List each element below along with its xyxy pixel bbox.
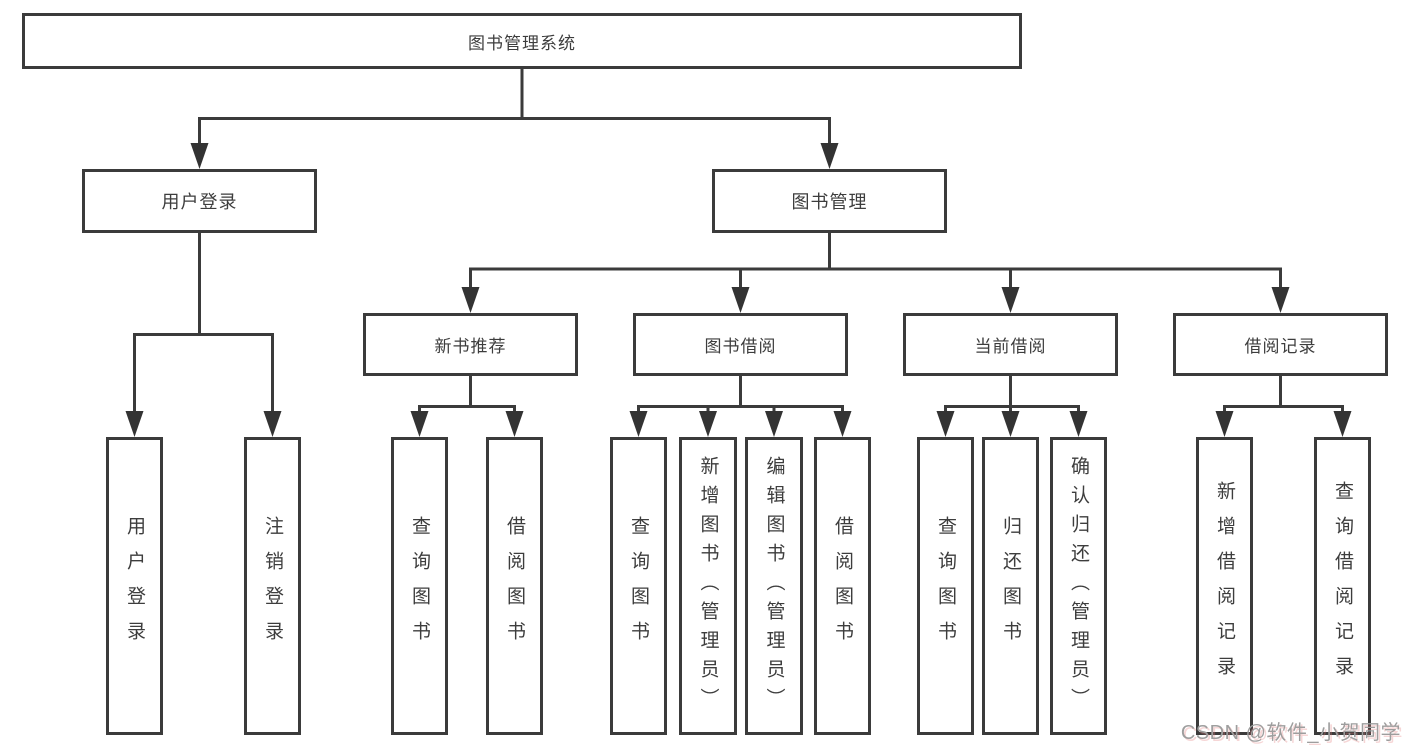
node-label: 图书管理 [791, 192, 868, 212]
group-new-book-recommend: 新书推荐 [363, 313, 578, 376]
node-label: 编辑图书（管理员） [763, 455, 785, 717]
group-borrowing-records: 借阅记录 [1173, 313, 1388, 376]
arrow-down-icon [1001, 411, 1020, 437]
node-label: 确认归还（管理员） [1068, 455, 1089, 717]
arrow-down-icon [629, 411, 648, 437]
node-label: 用户登录 [161, 192, 238, 212]
leaf-add-books-admin: 新增图书（管理员） [679, 437, 737, 735]
leaf-add-borrow-record: 新增借阅记录 [1196, 437, 1253, 735]
node-root: 图书管理系统 [22, 13, 1022, 69]
node-label: 新增图书（管理员） [697, 455, 719, 717]
connector-book-management [469, 233, 1282, 292]
arrow-down-icon [1001, 287, 1020, 313]
branch-book-management: 图书管理 [712, 169, 947, 233]
leaf-query-books-borrowing: 查询图书 [610, 437, 667, 735]
arrow-down-icon [1271, 287, 1290, 313]
node-label: 图书借阅 [704, 337, 777, 356]
leaf-edit-books-admin: 编辑图书（管理员） [745, 437, 803, 735]
node-label: 查询图书 [935, 516, 956, 656]
connector-user-login [133, 233, 274, 420]
leaf-borrow-books: 借阅图书 [814, 437, 871, 735]
node-label: 注销登录 [262, 516, 283, 656]
arrow-down-icon [505, 411, 524, 437]
arrow-down-icon [731, 287, 750, 313]
arrow-down-icon [936, 411, 955, 437]
watermark: CSDN @软件_小贺同学 [1180, 722, 1401, 744]
arrowheads [125, 143, 1352, 437]
connector-root [198, 68, 831, 148]
arrow-down-icon [820, 143, 839, 169]
arrow-down-icon [461, 287, 480, 313]
leaf-query-books-recommend: 查询图书 [391, 437, 448, 735]
node-label: 查询图书 [628, 516, 649, 656]
arrow-down-icon [190, 143, 209, 169]
arrow-down-icon [410, 411, 429, 437]
leaf-user-login: 用户登录 [106, 437, 163, 735]
leaf-logout: 注销登录 [244, 437, 301, 735]
arrow-down-icon [833, 411, 852, 437]
connector-borrowing-records [1223, 375, 1344, 418]
leaf-query-borrow-record: 查询借阅记录 [1314, 437, 1371, 735]
node-label: 用户登录 [124, 516, 145, 656]
arrow-down-icon [1215, 411, 1234, 437]
leaf-borrow-books-recommend: 借阅图书 [486, 437, 543, 735]
arrow-down-icon [1069, 411, 1088, 437]
connector-book-borrowing [637, 375, 844, 418]
node-label: 查询借阅记录 [1332, 481, 1353, 691]
node-label: 新书推荐 [434, 337, 507, 356]
arrow-down-icon [263, 411, 282, 437]
group-book-borrowing: 图书借阅 [633, 313, 848, 376]
node-label: 查询图书 [409, 516, 430, 656]
leaf-return-books: 归还图书 [982, 437, 1039, 735]
node-label: 新增借阅记录 [1214, 481, 1235, 691]
arrow-down-icon [1333, 411, 1352, 437]
leaf-query-books-current: 查询图书 [917, 437, 974, 735]
node-label: 借阅图书 [504, 516, 525, 656]
leaf-confirm-return-admin: 确认归还（管理员） [1050, 437, 1107, 735]
node-label: 借阅图书 [832, 516, 853, 656]
node-label: 借阅记录 [1244, 337, 1317, 356]
arrow-down-icon [699, 411, 717, 437]
arrow-down-icon [125, 411, 144, 437]
node-label: 归还图书 [1000, 516, 1021, 656]
node-label: 图书管理系统 [468, 33, 576, 53]
arrow-down-icon [765, 411, 783, 437]
node-label: 当前借阅 [974, 337, 1047, 356]
group-current-borrowing: 当前借阅 [903, 313, 1118, 376]
connector-new-book-recommend [418, 375, 516, 418]
branch-user-login: 用户登录 [82, 169, 317, 233]
